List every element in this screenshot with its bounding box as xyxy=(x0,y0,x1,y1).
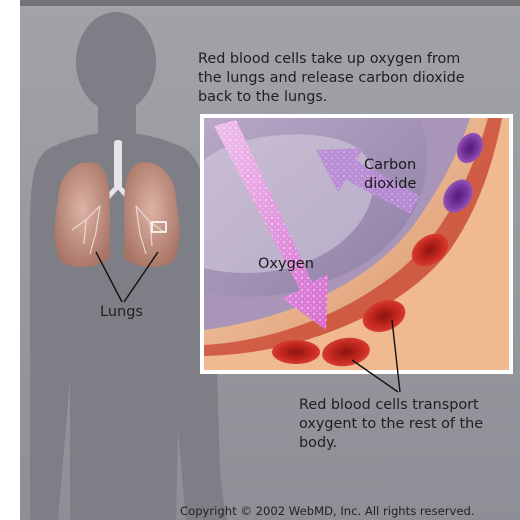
oxygen-label: Oxygen xyxy=(258,256,314,272)
zoom-inset xyxy=(200,114,513,374)
caption-top: Red blood cells take up oxygen from the … xyxy=(198,50,510,107)
red-blood-cell xyxy=(272,340,320,364)
caption-bottom: Red blood cells transport oxygent to the… xyxy=(299,396,514,453)
copyright-notice: Copyright © 2002 WebMD, Inc. All rights … xyxy=(180,504,475,518)
lungs-label: Lungs xyxy=(100,304,143,320)
carbon-dioxide-label: Carbon dioxide xyxy=(364,156,434,194)
